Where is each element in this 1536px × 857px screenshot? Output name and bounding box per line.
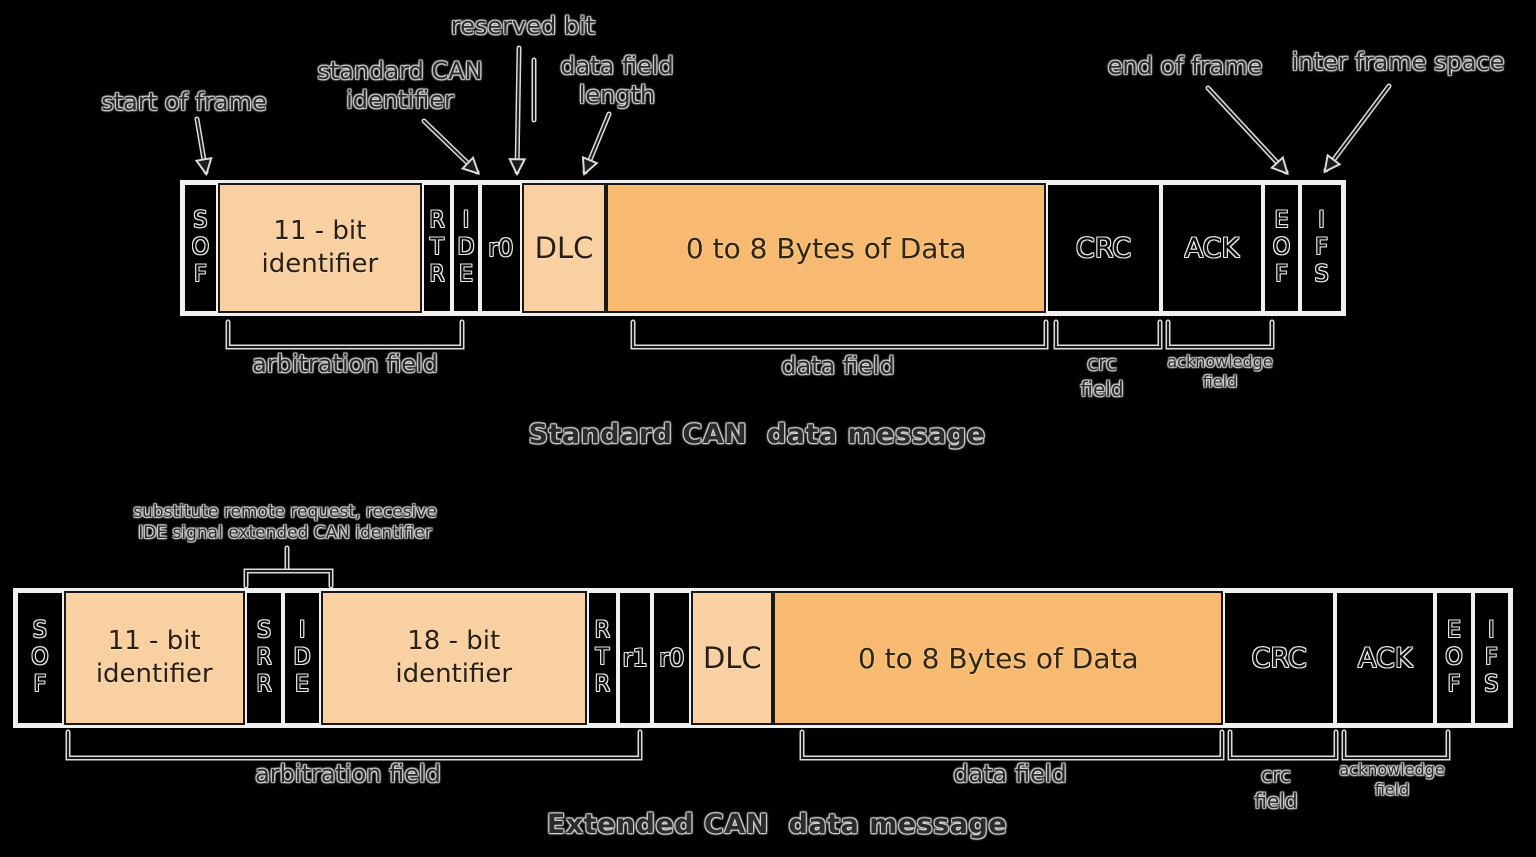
- std-field-eof-label: EOF: [1269, 207, 1295, 289]
- std-acknowledge-field-label: acknowledge field: [1167, 352, 1273, 391]
- ext-field-rtr-label: RTR: [589, 617, 615, 699]
- start-of-frame-arrow: [194, 116, 206, 172]
- ext-field-crc-label: CRC: [1251, 642, 1307, 674]
- std-field-data: 0 to 8 Bytes of Data: [606, 183, 1047, 313]
- std-data-field-label: data field: [781, 352, 895, 380]
- ext-field-dlc: DLC: [691, 591, 774, 725]
- ext-field-data: 0 to 8 Bytes of Data: [773, 591, 1224, 725]
- ext-data-field-label: data field: [953, 760, 1067, 788]
- extended-can-title: Extended CAN data message: [546, 809, 1008, 840]
- ext-field-r1-label: r1: [622, 644, 648, 672]
- reserved-bit-arrow: [517, 45, 537, 172]
- ext-field-11bit-identifier: 11 - bit identifier: [63, 591, 245, 725]
- std-acknowledge-bracket: [1165, 319, 1275, 350]
- std-data-bracket: [630, 319, 1049, 350]
- std-field-ack: ACK: [1160, 183, 1263, 313]
- inter-frame-space-arrow: [1326, 83, 1392, 170]
- standard-can-identifier-arrow: [421, 118, 477, 172]
- ext-field-srr: SRR: [244, 591, 284, 725]
- ext-field-ifs-label: IFS: [1478, 617, 1504, 699]
- reserved-bit-label: reserved bit: [450, 12, 596, 40]
- ext-data-bracket: [799, 729, 1225, 761]
- ext-field-eof-label: EOF: [1441, 617, 1467, 699]
- std-field-11bit-identifier: 11 - bit identifier: [217, 183, 422, 313]
- std-field-ifs-label: IFS: [1309, 207, 1335, 289]
- std-field-eof: EOF: [1262, 183, 1301, 313]
- ext-field-r1: r1: [618, 591, 653, 725]
- std-field-11bit-identifier-label: 11 - bit identifier: [261, 216, 379, 279]
- ext-field-r0-label: r0: [659, 644, 685, 672]
- ext-field-ide-label: IDE: [289, 617, 315, 699]
- ext-field-11bit-identifier-label: 11 - bit identifier: [95, 626, 213, 689]
- ext-field-data-label: 0 to 8 Bytes of Data: [857, 641, 1139, 675]
- ext-field-eof: EOF: [1435, 591, 1473, 725]
- std-field-sof-label: SOF: [187, 207, 213, 289]
- data-field-length-label: data field length: [560, 52, 674, 109]
- ext-field-dlc-label: DLC: [702, 640, 762, 675]
- ext-field-r0: r0: [652, 591, 692, 725]
- ext-field-rtr: RTR: [586, 591, 619, 725]
- ext-crc-field-label: crc field: [1254, 763, 1298, 813]
- ext-field-18bit-identifier: 18 - bit identifier: [320, 591, 587, 725]
- start-of-frame-label: start of frame: [101, 88, 267, 116]
- end-of-frame-label: end of frame: [1107, 52, 1263, 80]
- ext-field-18bit-identifier-label: 18 - bit identifier: [395, 626, 513, 689]
- extended-can-frame: SOF 11 - bit identifier SRR IDE 18 - bit…: [13, 588, 1513, 728]
- end-of-frame-arrow: [1205, 85, 1286, 172]
- ext-acknowledge-bracket: [1341, 729, 1451, 761]
- std-field-ack-label: ACK: [1184, 232, 1240, 264]
- standard-can-frame: SOF 11 - bit identifier RTR IDE r0 DLC 0…: [180, 180, 1346, 316]
- std-field-data-label: 0 to 8 Bytes of Data: [685, 231, 967, 265]
- std-field-rtr: RTR: [421, 183, 453, 313]
- substitute-remote-request-connector: [243, 545, 334, 589]
- std-arbitration-bracket: [225, 319, 465, 350]
- std-crc-bracket: [1053, 319, 1163, 350]
- std-field-r0-label: r0: [488, 234, 514, 262]
- std-field-dlc-label: DLC: [534, 230, 594, 265]
- substitute-remote-request-label: substitute remote request, recesive IDE …: [133, 502, 437, 543]
- ext-field-ide: IDE: [283, 591, 321, 725]
- std-field-ifs: IFS: [1300, 183, 1343, 313]
- std-field-crc: CRC: [1046, 183, 1161, 313]
- std-field-sof: SOF: [183, 183, 218, 313]
- ext-field-ack: ACK: [1335, 591, 1436, 725]
- std-field-dlc: DLC: [521, 183, 607, 313]
- ext-field-crc: CRC: [1223, 591, 1336, 725]
- data-field-length-arrow: [585, 111, 612, 172]
- std-field-crc-label: CRC: [1075, 232, 1132, 264]
- std-arbitration-field-label: arbitration field: [252, 350, 438, 378]
- std-crc-field-label: crc field: [1080, 351, 1124, 401]
- ext-acknowledge-field-label: acknowledge field: [1339, 760, 1445, 799]
- standard-can-identifier-label: standard CAN identifier: [317, 57, 483, 114]
- ext-field-sof-label: SOF: [27, 617, 53, 699]
- ext-arbitration-bracket: [65, 729, 643, 761]
- ext-arbitration-field-label: arbitration field: [255, 760, 441, 788]
- std-field-rtr-label: RTR: [424, 207, 450, 289]
- standard-can-title: Standard CAN data message: [528, 419, 986, 450]
- ext-field-ifs: IFS: [1472, 591, 1510, 725]
- inter-frame-space-label: inter frame space: [1291, 48, 1505, 76]
- std-field-ide: IDE: [452, 183, 480, 313]
- ext-field-sof: SOF: [16, 591, 64, 725]
- ext-crc-bracket: [1227, 729, 1339, 761]
- ext-field-ack-label: ACK: [1357, 642, 1413, 674]
- std-field-ide-label: IDE: [453, 207, 479, 289]
- std-field-r0: r0: [479, 183, 522, 313]
- ext-field-srr-label: SRR: [251, 617, 277, 699]
